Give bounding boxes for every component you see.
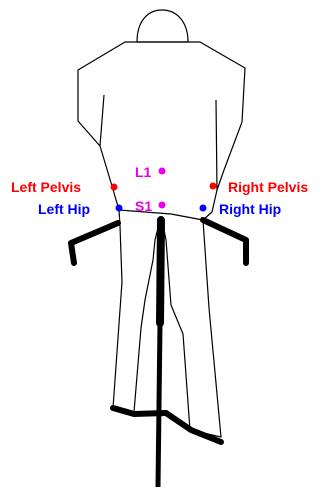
left-hip-label: Left Hip (38, 201, 90, 217)
right-pelvis-marker (210, 183, 217, 190)
head (137, 10, 188, 42)
front-wheel (158, 323, 160, 487)
left-pelvis-label: Left Pelvis (11, 179, 81, 195)
right-pelvis-label: Right Pelvis (228, 179, 308, 195)
left-arm-contour (100, 95, 104, 146)
seat-post (160, 220, 161, 323)
left-leg (113, 210, 160, 412)
right-crank (166, 413, 221, 442)
bicycle (71, 220, 246, 487)
l1-label: L1 (135, 164, 152, 180)
s1-label: S1 (135, 198, 152, 214)
s1-marker (159, 202, 166, 209)
left-pelvis-marker (111, 184, 118, 191)
right-arm-contour (216, 100, 217, 190)
right-leg (162, 220, 221, 437)
left-handlebar (71, 223, 118, 263)
l1-marker (159, 168, 166, 175)
right-hip-marker (200, 205, 207, 212)
markers (111, 168, 217, 212)
right-hip-label: Right Hip (219, 201, 281, 217)
right-handlebar (203, 220, 246, 263)
torso (78, 42, 245, 220)
left-hip-marker (116, 205, 123, 212)
